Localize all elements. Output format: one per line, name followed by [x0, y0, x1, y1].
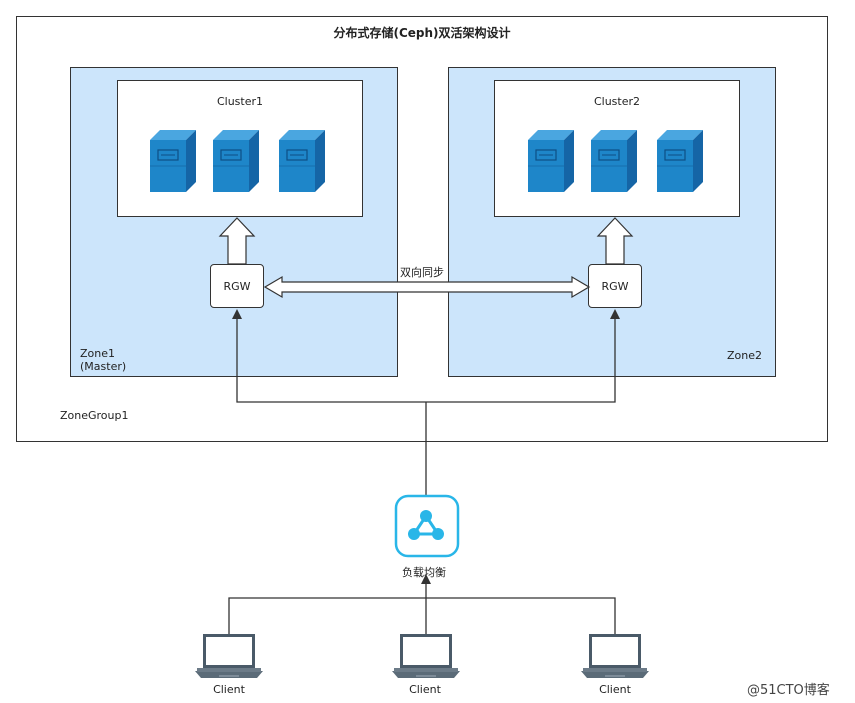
sync-label: 双向同步 — [400, 266, 444, 279]
laptop-icon — [194, 633, 264, 679]
zone1-rgw-node: RGW — [210, 264, 264, 308]
server-icon — [149, 129, 197, 193]
load-balancer-label: 负载均衡 — [402, 566, 446, 579]
server-icon — [212, 129, 260, 193]
laptop-icon — [580, 633, 650, 679]
client-label-2: Client — [409, 683, 441, 696]
client-label-3: Client — [599, 683, 631, 696]
zone1-rgw-label: RGW — [223, 279, 251, 293]
watermark: @51CTO博客 — [747, 683, 830, 698]
zone1-label: Zone1 (Master) — [80, 347, 126, 373]
zonegroup-label: ZoneGroup1 — [60, 409, 129, 422]
rgw1-arrowhead — [232, 309, 242, 319]
server-icon — [656, 129, 704, 193]
diagram-title: 分布式存储(Ceph)双活架构设计 — [333, 26, 511, 40]
bidirectional-sync-arrow — [263, 275, 591, 299]
rgw2-arrowhead — [610, 309, 620, 319]
zone1-name: Zone1 — [80, 347, 116, 360]
server-icon — [527, 129, 575, 193]
zone2-rgw-label: RGW — [601, 279, 629, 293]
load-balancer-icon — [394, 494, 460, 558]
laptop-icon — [391, 633, 461, 679]
load-balancer-arrowhead — [421, 574, 431, 584]
server-icon — [590, 129, 638, 193]
zone2-rgw-node: RGW — [588, 264, 642, 308]
cluster1-label: Cluster1 — [216, 95, 264, 108]
rgw-feed-lines — [236, 312, 616, 498]
rgw2-to-cluster2-arrow — [596, 217, 634, 265]
client-feed-lines — [228, 578, 616, 636]
cluster2-label: Cluster2 — [593, 95, 641, 108]
client-label-1: Client — [213, 683, 245, 696]
server-icon — [278, 129, 326, 193]
zone2-label: Zone2 — [727, 349, 763, 362]
rgw1-to-cluster1-arrow — [218, 217, 256, 265]
zone1-role: (Master) — [80, 360, 127, 373]
